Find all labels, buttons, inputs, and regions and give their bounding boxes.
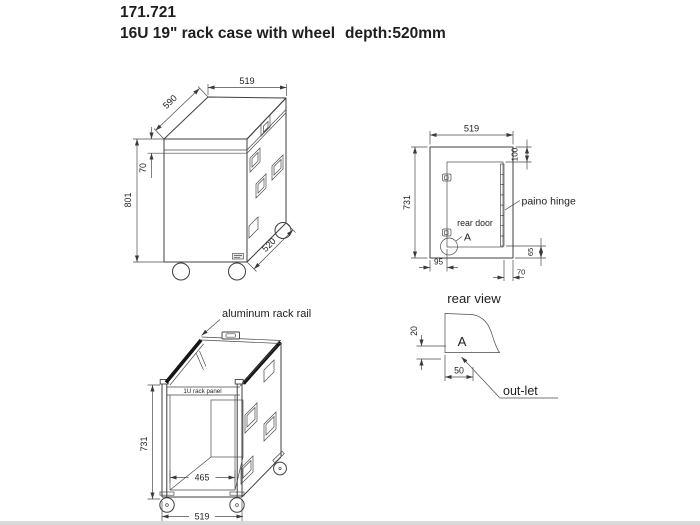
rail-label-group: aluminum rack rail	[201, 308, 311, 336]
rear-view-caption: rear view	[447, 291, 501, 306]
front-dim-height: 731	[139, 384, 160, 500]
title-block: 171.721 16U 19" rack case with wheel dep…	[120, 4, 446, 42]
piano-hinge	[500, 163, 505, 247]
front-dim-inner-width: 465	[169, 470, 236, 483]
outlet-label: out-let	[503, 384, 538, 398]
interior	[167, 386, 244, 491]
model-number: 171.721	[120, 4, 176, 21]
hinge-label-group: paino hinge	[504, 196, 576, 211]
dim-label: 520	[260, 236, 278, 254]
side-face-handles	[240, 359, 277, 485]
detail-circle-a: A	[440, 232, 471, 256]
corner-profile	[444, 313, 501, 353]
dim-label: 100	[511, 147, 520, 161]
lid-stay-bracket	[195, 350, 207, 371]
brand-sticker	[232, 253, 244, 260]
detail-dim-height: 20	[409, 326, 446, 370]
iso-lid-seam	[164, 109, 287, 154]
detail-marker-label: A	[458, 334, 467, 349]
rear-dim-door-top: 100	[505, 139, 532, 170]
front-view: 1U rack panel 731 465 519	[139, 308, 311, 522]
depth-note: depth:520mm	[345, 25, 446, 42]
rear-dim-height: 731	[402, 146, 428, 259]
rear-dim-width: 519	[429, 124, 514, 145]
dim-label: 519	[195, 512, 210, 522]
dim-label: 70	[517, 268, 525, 277]
detail-dim-width: 50	[444, 355, 474, 381]
dim-label: 590	[161, 93, 179, 111]
front-dim-outer-width: 519	[161, 499, 243, 522]
iso-latch-handles	[248, 114, 284, 239]
outlet-label-group: out-let	[461, 356, 558, 399]
isometric-view: 519 590 70 801 520	[123, 76, 296, 281]
rear-door-outline	[446, 161, 504, 248]
iso-wheels	[172, 222, 292, 281]
door-latch-bottom	[442, 228, 452, 237]
rear-dim-door-left: 95	[419, 249, 458, 272]
front-vertical-rails	[161, 384, 243, 497]
iso-front-face	[163, 138, 248, 263]
rear-dim-hinge-edge: 70	[493, 260, 525, 281]
iso-dim-total-height: 801	[123, 139, 164, 263]
rear-view: A 519 731 100 65 70	[402, 124, 576, 307]
product-description: 16U 19" rack case with wheel	[120, 25, 335, 42]
casters	[159, 450, 287, 513]
dim-label: 731	[402, 195, 412, 210]
dim-label: 70	[138, 163, 148, 173]
iso-dim-lid-height: 70	[133, 127, 164, 178]
detail-view-a: A 20 50 out-let	[409, 313, 558, 399]
detail-marker-label: A	[464, 232, 471, 244]
hinge-label: paino hinge	[522, 196, 576, 208]
aluminum-rack-rails	[164, 338, 282, 387]
dim-label: 95	[434, 258, 444, 267]
door-latch-top	[442, 173, 452, 182]
rack-panel-label: 1U rack panel	[183, 388, 221, 395]
rail-label: aluminum rack rail	[222, 308, 311, 320]
iso-dim-bottom-depth: 520	[246, 222, 296, 272]
dim-label: 801	[123, 193, 133, 208]
page-edge-strip	[0, 521, 700, 525]
dim-label: 20	[409, 326, 419, 336]
dim-label: 50	[454, 366, 464, 376]
side-face-outline	[241, 343, 282, 498]
iso-top-face	[163, 96, 287, 140]
rear-top-edge	[200, 336, 282, 344]
rear-dim-bottom-gap: 65	[506, 238, 546, 266]
iso-dim-top-width: 519	[207, 76, 287, 96]
top-handle	[221, 331, 240, 340]
dim-label: 519	[239, 76, 254, 86]
dim-label: 731	[139, 437, 149, 452]
dim-label: 465	[195, 473, 210, 483]
iso-dim-top-depth: 590	[153, 86, 209, 140]
dim-label: 519	[464, 124, 479, 134]
rear-case-outline	[429, 146, 514, 259]
dim-label: 65	[526, 248, 535, 256]
rear-door-label: rear door	[457, 218, 493, 228]
